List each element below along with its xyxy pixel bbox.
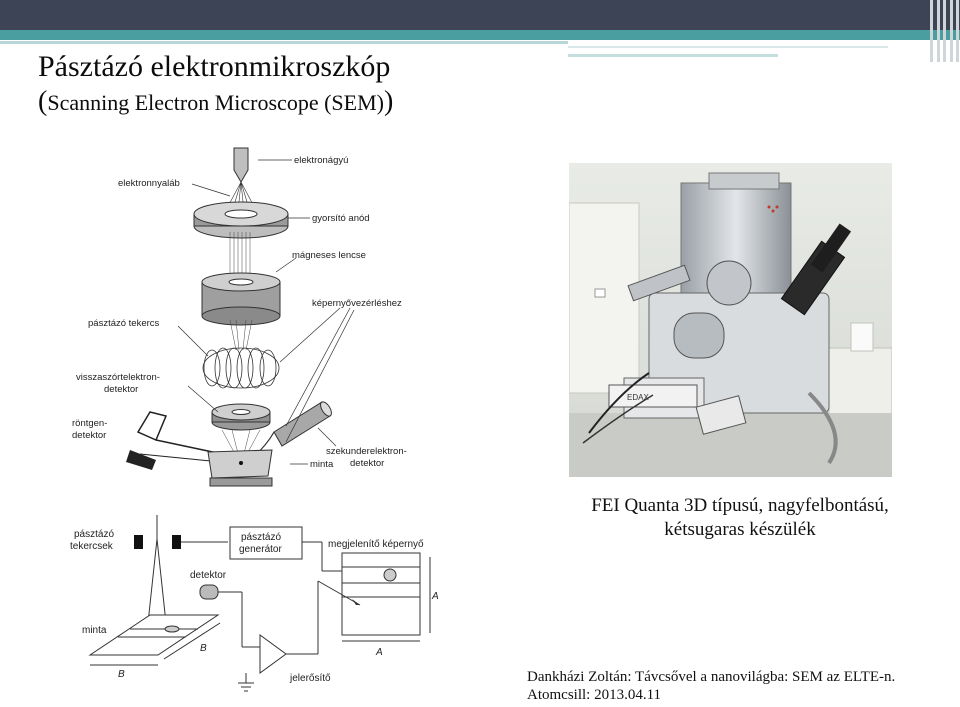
- label-dim-a-horizontal: A: [375, 647, 383, 658]
- label-anode: gyorsító anód: [312, 213, 370, 224]
- label-dim-b: B: [118, 669, 125, 680]
- detector-shape: [199, 584, 219, 600]
- header-rule: [568, 46, 888, 48]
- label-xray-detector-1: röntgen-: [72, 418, 107, 429]
- label-xray-detector-2: detektor: [72, 430, 106, 441]
- label-generator-2: generátor: [239, 544, 282, 555]
- sem-instrument-photo: EDAX: [569, 163, 892, 477]
- display-screen-box: [341, 552, 421, 636]
- subtitle-text: Scanning Electron Microscope (SEM): [47, 90, 384, 115]
- label-screen-control: képernyővezérléshez: [312, 298, 402, 309]
- label-se-detector-1: szekunderelektron-: [326, 446, 407, 457]
- header-band-dark: [0, 0, 960, 30]
- caption-line-2: kétsugaras készülék: [664, 519, 816, 540]
- amplifier-shape: [259, 634, 287, 674]
- label-sample-bottom: minta: [82, 625, 107, 636]
- label-sample: minta: [310, 459, 334, 470]
- caption-line-1: FEI Quanta 3D típusú, nagyfelbontású,: [591, 495, 889, 516]
- header-rule: [0, 41, 568, 44]
- slide-title: Pásztázó elektronmikroszkóp: [38, 50, 391, 83]
- label-se-detector-2: detektor: [350, 458, 384, 469]
- subtitle-close-paren: ): [383, 86, 394, 117]
- scan-coil-shape: [202, 347, 280, 389]
- photo-caption: FEI Quanta 3D típusú, nagyfelbontású, ké…: [540, 494, 940, 542]
- label-scan-coils-1: pásztázó: [74, 529, 114, 540]
- sem-column-diagram: elektronágyú elektronnyaláb gyorsító anó…: [72, 147, 407, 487]
- scan-coil-right: [172, 535, 181, 549]
- header-stripes: [928, 0, 960, 62]
- label-electron-beam: elektronnyaláb: [118, 178, 180, 189]
- label-display: megjelenítő képernyő: [328, 539, 424, 550]
- label-dim-a-vertical: A: [431, 591, 439, 602]
- edax-label: EDAX: [627, 393, 649, 402]
- label-dim-b-diagonal: B: [200, 643, 207, 654]
- header-band-teal: [0, 30, 960, 40]
- label-amplifier: jelerősítő: [289, 673, 331, 684]
- label-scan-coil: pásztázó tekercs: [88, 318, 160, 329]
- label-generator-1: pásztázó: [241, 532, 281, 543]
- scan-coil-left: [134, 535, 143, 549]
- credit-line-1: Dankházi Zoltán: Távcsővel a nanovilágba…: [527, 669, 896, 685]
- label-bse-detector-1: visszaszórtelektron-: [76, 372, 160, 383]
- slide-subtitle: (Scanning Electron Microscope (SEM)): [38, 88, 393, 116]
- header-rule: [568, 54, 778, 57]
- scanning-principle-diagram: pásztázó generátor A A megjelenítő képer…: [70, 515, 439, 692]
- source-credit: Dankházi Zoltán: Távcsővel a nanovilágba…: [527, 668, 895, 704]
- label-scan-coils-2: tekercsek: [70, 541, 114, 552]
- label-magnetic-lens: mágneses lencse: [292, 250, 366, 261]
- label-bse-detector-2: detektor: [104, 384, 138, 395]
- label-electron-gun: elektronágyú: [294, 155, 348, 166]
- subtitle-open-paren: (: [38, 86, 48, 117]
- sample-plate: [88, 614, 220, 656]
- scan-generator-box: [229, 526, 303, 560]
- credit-line-2: Atomcsill: 2013.04.11: [527, 687, 662, 703]
- electron-gun-shape: [233, 147, 249, 183]
- label-detector: detektor: [190, 570, 227, 581]
